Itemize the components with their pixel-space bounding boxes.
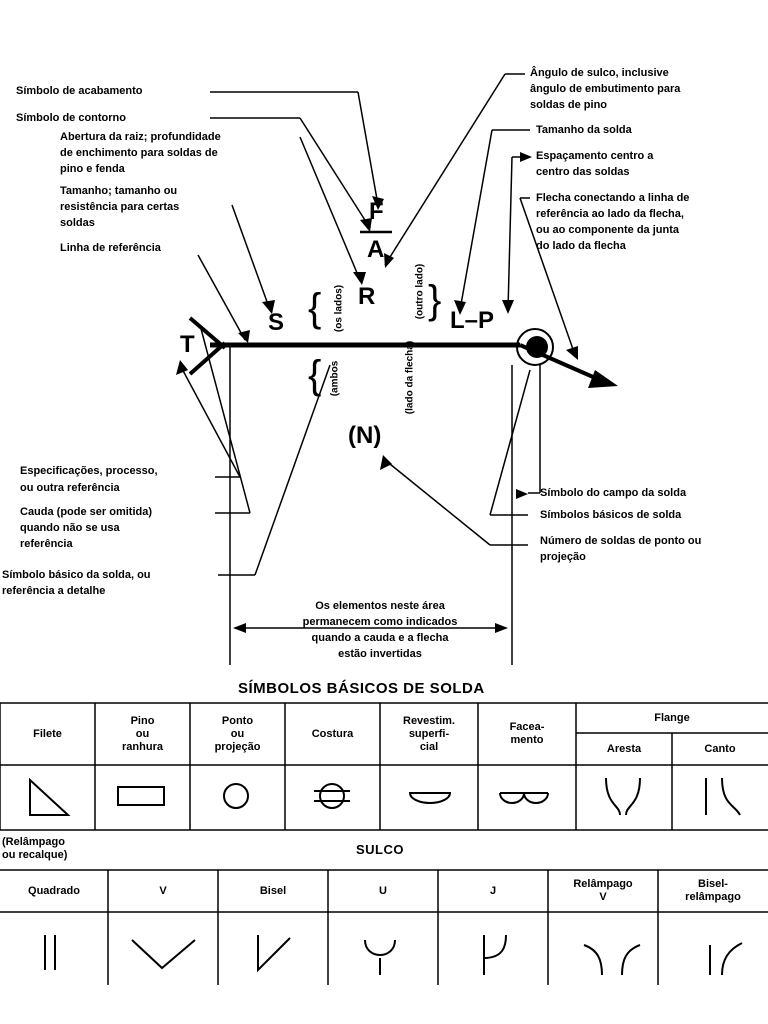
label-tail-2: quando não se usa	[20, 522, 120, 534]
th-costura: Costura	[311, 727, 354, 740]
label-weld-length: Tamanho da solda	[536, 124, 632, 136]
label-basic-symbols: Símbolos básicos de solda	[540, 509, 682, 521]
label-spec-2: ou outra referência	[20, 482, 120, 494]
th-aresta: Aresta	[606, 742, 642, 755]
brace-upper-left: {	[308, 286, 322, 330]
label-contour-symbol: Símbolo de contorno	[16, 112, 126, 124]
letter-r: R	[358, 283, 376, 310]
note-line-1: Os elementos neste área	[315, 600, 445, 612]
label-tail-1: Cauda (pode ser omitida)	[20, 506, 153, 518]
label-groove-angle-3: soldas de pino	[530, 99, 608, 111]
table1-title: SÍMBOLOS BÁSICOS DE SOLDA	[238, 680, 485, 697]
letter-s: S	[268, 309, 285, 336]
label-spot-count-2: projeção	[540, 551, 586, 563]
label-arrow-1: Flecha conectando a linha de	[536, 192, 690, 204]
label-arrow-3: ou ao componente da junta	[536, 224, 680, 236]
seam-icon	[319, 783, 345, 809]
label-size-1: Tamanho; tamanho ou	[60, 185, 178, 197]
fillet-icon	[29, 777, 71, 816]
label-size-2: resistência para certas	[60, 201, 180, 213]
label-size-3: soldas	[60, 217, 95, 229]
letter-t: T	[180, 331, 195, 358]
label-groove-angle-1: Ângulo de sulco, inclusive	[530, 67, 669, 79]
letter-a: A	[367, 236, 385, 263]
flange-edge-icon	[605, 777, 641, 816]
note-line-4: estão invertidas	[338, 648, 422, 660]
th-relampago-v: Relâmpago V	[573, 878, 633, 903]
th-pino: Pino ou ranhura	[122, 714, 163, 753]
label-reference-line: Linha de referência	[60, 242, 161, 254]
flange-corner-icon	[705, 777, 741, 816]
bevel-groove-icon	[257, 935, 291, 973]
th-faceamento: Faceа- mento	[509, 721, 545, 746]
label-pitch-1: Espaçamento centro a	[536, 150, 654, 162]
letter-n: (N)	[348, 422, 382, 449]
letter-lp: L–P	[450, 307, 495, 334]
flare-v-icon	[583, 944, 641, 976]
label-root-opening-3: pino e fenda	[60, 163, 125, 175]
label-pitch-2: centro das soldas	[536, 166, 630, 178]
surfacing-icon	[408, 792, 452, 804]
th-ponto: Ponto ou projeção	[214, 714, 261, 753]
square-groove-icon	[44, 935, 56, 970]
th-revestim: Revestim. superfi- cial	[403, 714, 455, 753]
letter-f: F	[369, 198, 384, 225]
th-bisel: Bisel	[259, 884, 287, 897]
spot-icon	[223, 783, 249, 809]
note-line-2: permanecem como indicados	[302, 616, 458, 628]
note-line-3: quando a cauda e a flecha	[311, 632, 449, 644]
label-groove-angle-2: ângulo de embutimento para	[530, 83, 681, 95]
label-field-weld: Símbolo do campo da solda	[540, 487, 687, 499]
u-groove-icon	[364, 939, 396, 975]
brace-lower-left: {	[308, 353, 322, 397]
label-arrow-4: do lado da flecha	[536, 240, 626, 252]
label-root-opening-1: Abertura da raiz; profundidade	[60, 131, 221, 143]
v-groove-icon	[131, 939, 196, 970]
th-j: J	[489, 884, 497, 897]
table2-title: SULCO	[356, 842, 404, 857]
label-spec-1: Especificações, processo,	[20, 465, 158, 477]
label-tail-3: referência	[20, 538, 73, 550]
j-groove-icon	[483, 934, 507, 975]
label-spot-count-1: Número de soldas de ponto ou	[540, 535, 702, 547]
th-v: V	[159, 884, 167, 897]
facing-icon	[499, 792, 549, 804]
th-flange: Flange	[654, 711, 690, 724]
th-u: U	[379, 884, 387, 897]
flare-bevel-icon	[709, 942, 743, 976]
label-arrow-2: referência ao lado da flecha,	[536, 208, 684, 220]
th-filete: Filete	[33, 727, 62, 740]
brace-upper-right: }	[428, 278, 442, 322]
th-bisel-relampago: Bisel- relâmpago	[685, 878, 741, 903]
label-finish-symbol: Símbolo de acabamento	[16, 85, 143, 97]
th-canto: Canto	[704, 742, 736, 755]
label-basic-symbol-2: referência a detalhe	[2, 585, 106, 597]
th-quadrado: Quadrado	[28, 884, 80, 897]
plug-slot-icon	[117, 786, 165, 806]
label-root-opening-2: de enchimento para soldas de	[60, 147, 218, 159]
label-basic-symbol-1: Símbolo básico da solda, ou	[2, 569, 151, 581]
table2-side-note: (Relâmpago ou recalque)	[2, 836, 68, 861]
